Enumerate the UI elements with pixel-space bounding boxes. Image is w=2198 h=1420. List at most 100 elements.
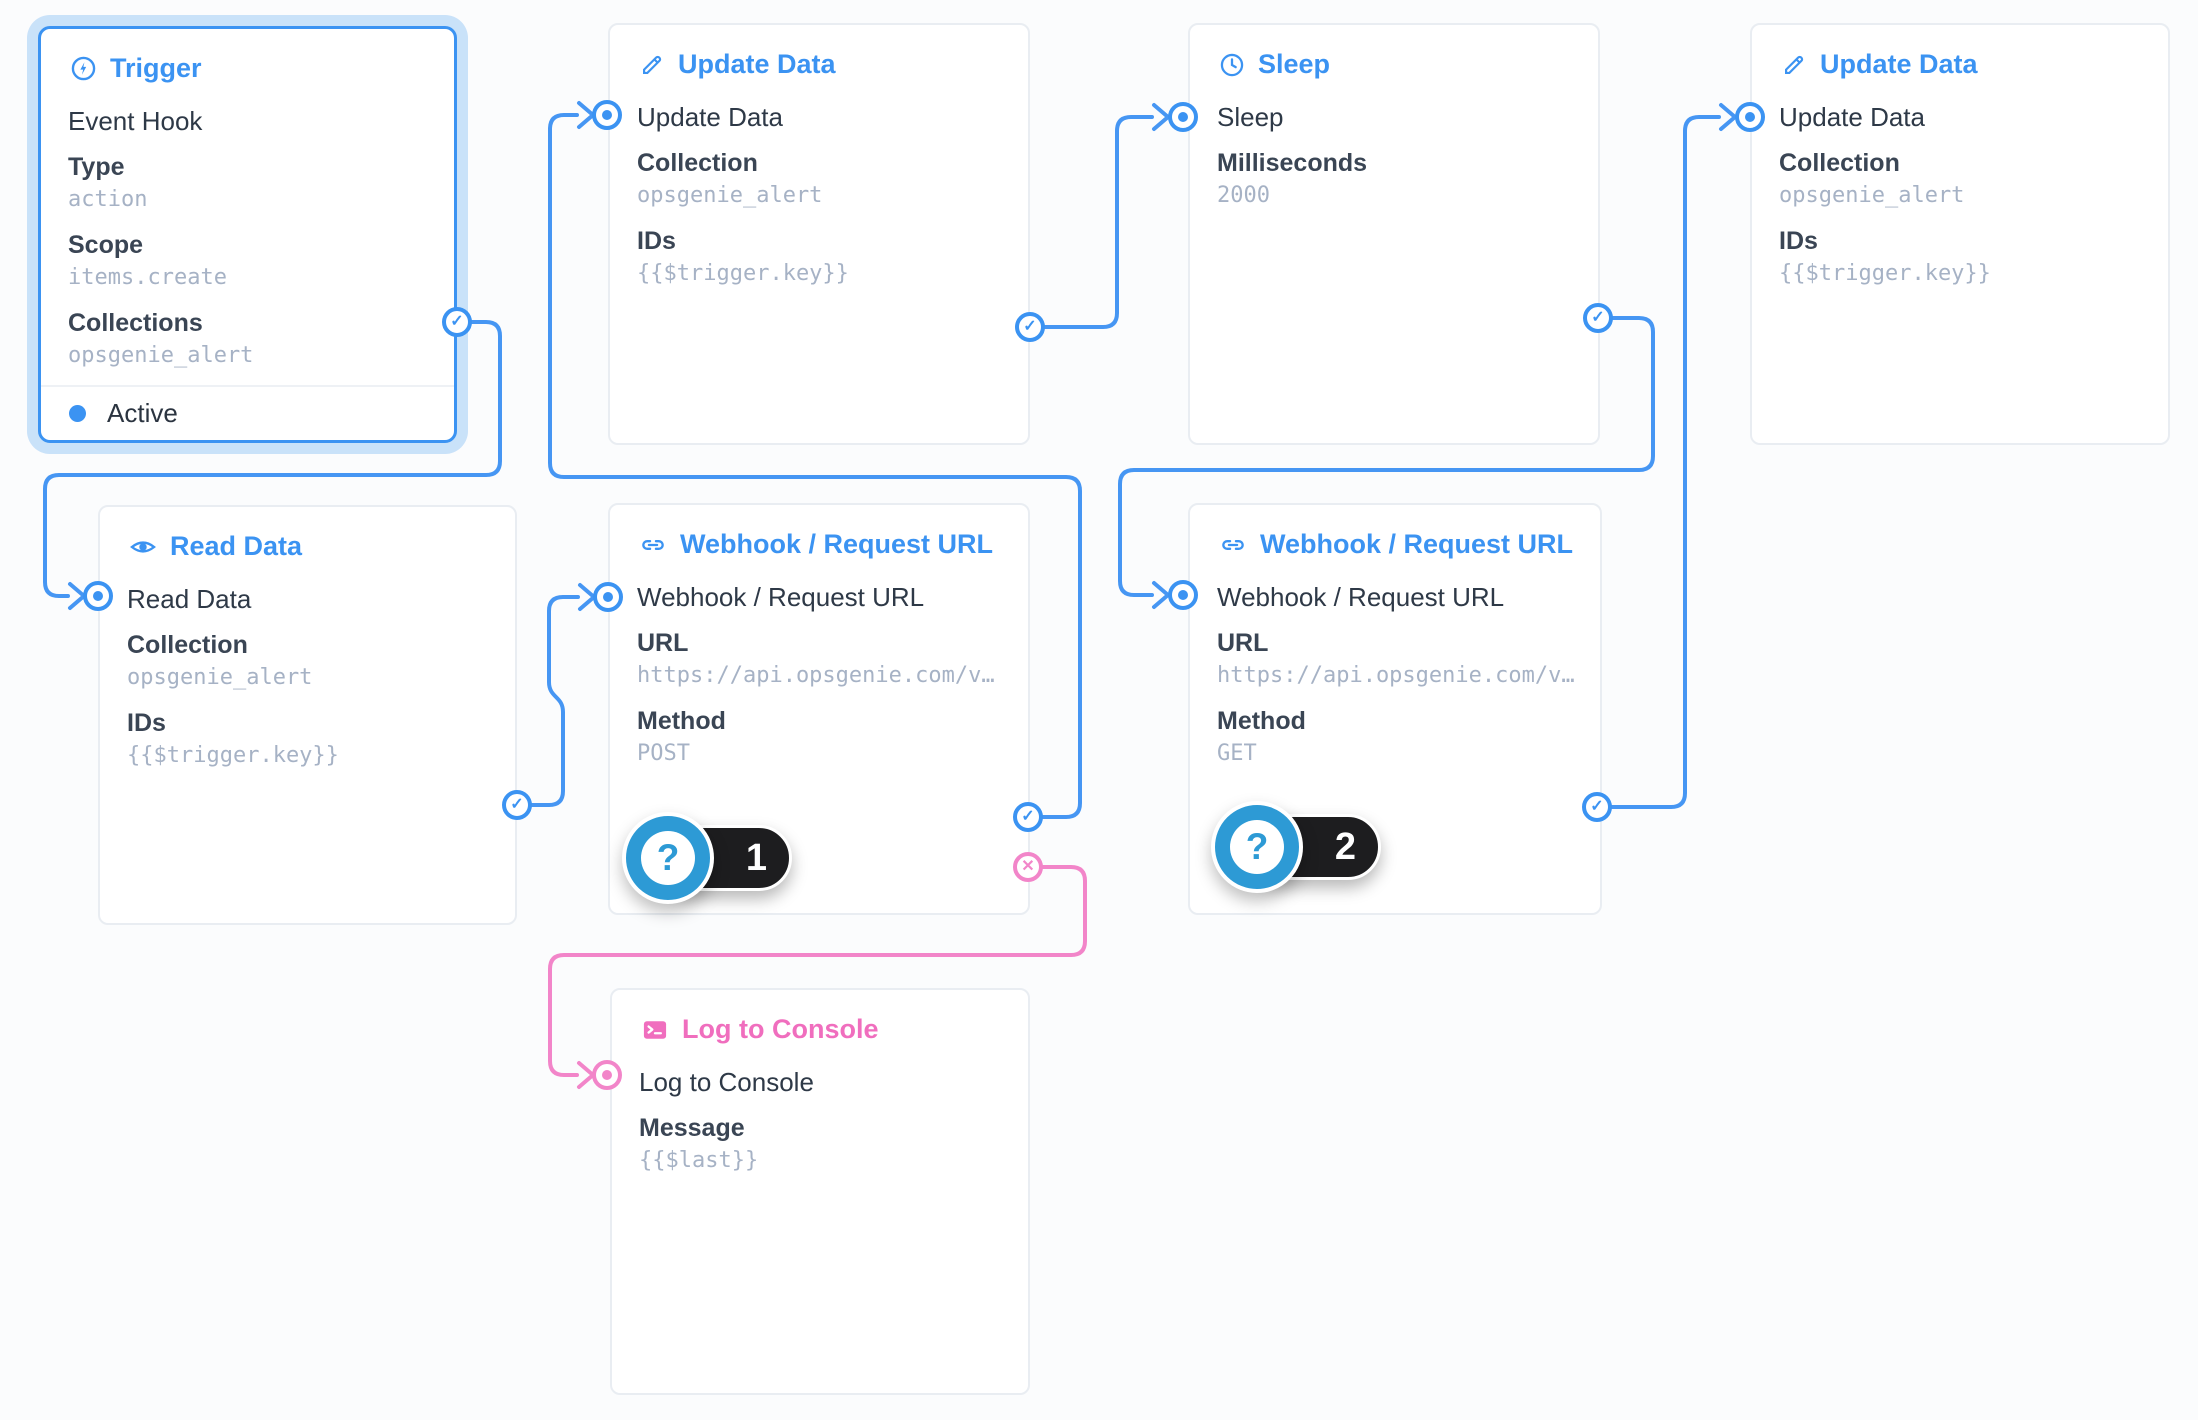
node-read-title: Read Data — [129, 531, 302, 562]
arrowhead-icon — [1719, 103, 1737, 131]
read-resolve-port[interactable]: ✓ — [502, 790, 532, 820]
check-icon: ✓ — [450, 313, 464, 330]
link-icon — [639, 531, 667, 559]
field-url: URL https://api.opsgenie.com/v… — [1217, 629, 1575, 688]
input-dot-icon — [602, 110, 612, 120]
update2-input-port[interactable] — [1735, 102, 1765, 132]
log-input-port[interactable] — [592, 1060, 622, 1090]
node-update1-body: Update Data Collection opsgenie_alert ID… — [637, 100, 1010, 290]
node-trigger[interactable]: Trigger Event Hook Type action Scope ite… — [38, 26, 457, 443]
pencil-icon — [1781, 52, 1807, 78]
node-update-data-1[interactable]: Update Data Update Data Collection opsge… — [608, 23, 1030, 445]
node-update-data-2[interactable]: Update Data Update Data Collection opsge… — [1750, 23, 2170, 445]
webhookpost-input-port[interactable] — [593, 582, 623, 612]
node-webhookpost-body: Webhook / Request URL URL https://api.op… — [637, 580, 1010, 770]
terminal-icon — [641, 1016, 669, 1044]
x-icon: ✕ — [1021, 858, 1035, 875]
input-dot-icon — [1178, 590, 1188, 600]
status-badge: Active — [107, 398, 178, 428]
field-collections: Collections opsgenie_alert — [68, 309, 254, 368]
read-input-port[interactable] — [83, 581, 113, 611]
node-title-label: Sleep — [1258, 49, 1331, 79]
field-type: Type action — [68, 153, 148, 212]
field-milliseconds: Milliseconds 2000 — [1217, 149, 1368, 208]
node-webhookget-title: Webhook / Request URL — [1219, 529, 1573, 560]
panel-name: Log to Console — [639, 1067, 814, 1097]
arrowhead-icon — [577, 101, 595, 129]
panel-name: Update Data — [637, 102, 783, 132]
panel-name: Event Hook — [68, 106, 203, 136]
field-message: Message {{$last}} — [639, 1114, 759, 1173]
badge-number: 1 — [745, 836, 767, 879]
node-title-label: Webhook / Request URL — [680, 529, 994, 559]
input-dot-icon — [1745, 112, 1755, 122]
trigger-status-row: Active — [41, 385, 454, 440]
pencil-icon — [639, 52, 665, 78]
node-update2-title: Update Data — [1781, 49, 1978, 80]
panel-name: Read Data — [127, 584, 252, 614]
field-method: Method GET — [1217, 707, 1306, 766]
edge-read-webhookpost — [515, 595, 580, 807]
bolt-circle-icon — [70, 55, 97, 82]
field-collection: Collection opsgenie_alert — [637, 149, 823, 208]
node-log-title: Log to Console — [641, 1014, 878, 1045]
input-dot-icon — [602, 1070, 612, 1080]
edge-webhookget-update2 — [1595, 115, 1721, 809]
input-dot-icon — [93, 591, 103, 601]
input-dot-icon — [1178, 112, 1188, 122]
edge-update1-sleep — [1028, 115, 1154, 329]
node-title-label: Webhook / Request URL — [1260, 529, 1574, 559]
hotspot-badge-1[interactable]: 1 ? — [622, 812, 842, 904]
check-icon: ✓ — [1021, 808, 1035, 825]
trigger-resolve-port[interactable]: ✓ — [442, 307, 472, 337]
question-mark-icon[interactable]: ? — [1211, 801, 1303, 893]
update1-resolve-port[interactable]: ✓ — [1015, 312, 1045, 342]
node-sleep-title: Sleep — [1219, 49, 1330, 80]
webhookget-input-port[interactable] — [1168, 580, 1198, 610]
clock-icon — [1219, 52, 1245, 78]
active-status-dot-icon — [69, 405, 86, 422]
field-method: Method POST — [637, 707, 726, 766]
field-ids: IDs {{$trigger.key}} — [1779, 227, 1991, 286]
update1-input-port[interactable] — [592, 100, 622, 130]
node-sleep-body: Sleep Milliseconds 2000 — [1217, 100, 1580, 212]
hotspot-badge-2[interactable]: 2 ? — [1211, 801, 1431, 893]
arrowhead-icon — [578, 583, 596, 611]
field-url: URL https://api.opsgenie.com/v… — [637, 629, 995, 688]
question-mark-icon[interactable]: ? — [622, 812, 714, 904]
node-log-body: Log to Console Message {{$last}} — [639, 1065, 1010, 1177]
node-title-label: Trigger — [110, 53, 202, 83]
arrowhead-icon — [1152, 581, 1170, 609]
panel-name: Webhook / Request URL — [1217, 582, 1505, 612]
webhookpost-resolve-port[interactable]: ✓ — [1013, 802, 1043, 832]
node-log-to-console[interactable]: Log to Console Log to Console Message {{… — [610, 988, 1030, 1395]
check-icon: ✓ — [1591, 309, 1605, 326]
node-webhookget-body: Webhook / Request URL URL https://api.op… — [1217, 580, 1582, 770]
panel-name: Webhook / Request URL — [637, 582, 925, 612]
node-title-label: Log to Console — [682, 1014, 879, 1044]
sleep-resolve-port[interactable]: ✓ — [1583, 303, 1613, 333]
webhookget-resolve-port[interactable]: ✓ — [1582, 792, 1612, 822]
sleep-input-port[interactable] — [1168, 102, 1198, 132]
check-icon: ✓ — [1590, 798, 1604, 815]
field-scope: Scope items.create — [68, 231, 227, 290]
node-title-label: Update Data — [678, 49, 836, 79]
link-icon — [1219, 531, 1247, 559]
arrowhead-icon — [577, 1061, 595, 1089]
node-trigger-title: Trigger — [70, 53, 202, 84]
field-collection: Collection opsgenie_alert — [127, 631, 313, 690]
node-sleep[interactable]: Sleep Sleep Milliseconds 2000 — [1188, 23, 1600, 445]
arrowhead-icon — [1152, 103, 1170, 131]
node-update2-body: Update Data Collection opsgenie_alert ID… — [1779, 100, 2150, 290]
node-read-data[interactable]: Read Data Read Data Collection opsgenie_… — [98, 505, 517, 925]
node-title-label: Update Data — [1820, 49, 1978, 79]
panel-name: Update Data — [1779, 102, 1925, 132]
field-collection: Collection opsgenie_alert — [1779, 149, 1965, 208]
node-trigger-body: Event Hook Type action Scope items.creat… — [68, 104, 436, 372]
node-update1-title: Update Data — [639, 49, 836, 80]
panel-name: Sleep — [1217, 102, 1284, 132]
node-title-label: Read Data — [170, 531, 303, 561]
badge-number: 2 — [1334, 825, 1356, 868]
webhookpost-reject-port[interactable]: ✕ — [1013, 852, 1043, 882]
